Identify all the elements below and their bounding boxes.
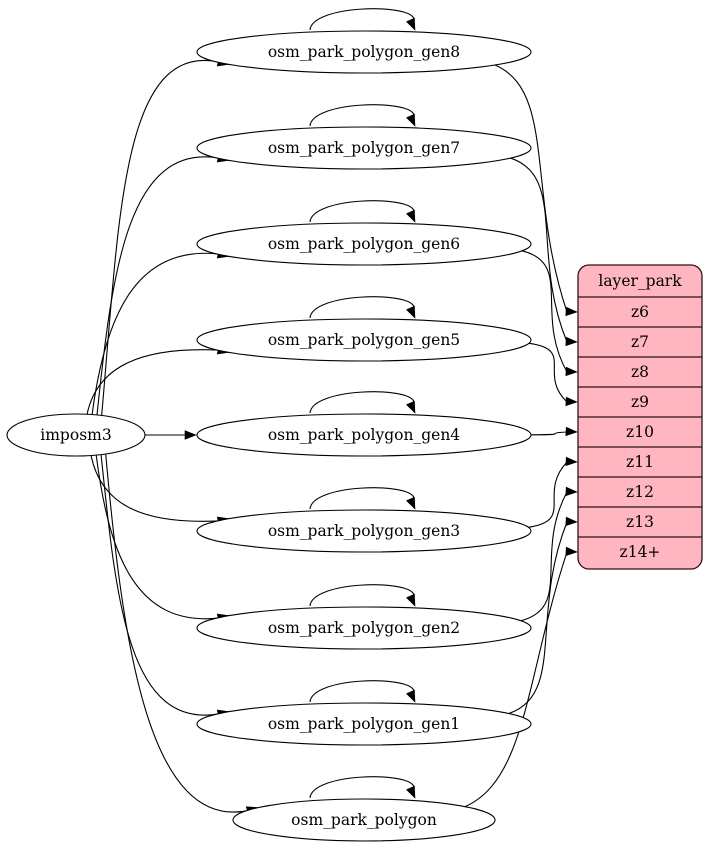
edge-imposm3-base [105, 452, 249, 813]
edge-arrowhead-gen1-z13 [565, 516, 578, 527]
node-label-gen6: osm_park_polygon_gen6 [268, 235, 460, 253]
table-row-label-z14+: z14+ [620, 543, 661, 561]
table-row-z9[interactable] [578, 387, 702, 417]
table-row-z6[interactable] [578, 297, 702, 327]
self-loop-gen3 [309, 487, 415, 510]
edge-arrowhead-gen6-z8 [565, 366, 578, 377]
node-gen6[interactable] [196, 222, 532, 266]
self-loop-arrowhead-gen4 [406, 400, 416, 414]
edge-gen4-z10 [530, 431, 568, 436]
node-gen3[interactable] [196, 509, 532, 553]
node-gen8[interactable] [196, 30, 532, 74]
edge-imposm3-gen2 [95, 455, 220, 620]
node-label-gen2: osm_park_polygon_gen2 [268, 619, 460, 637]
node-gen4[interactable] [196, 413, 532, 457]
node-label-gen3: osm_park_polygon_gen3 [268, 522, 460, 540]
edge-imposm3-gen6 [91, 252, 220, 415]
table-row-z7[interactable] [578, 327, 702, 357]
edge-arrowhead-imposm3-gen4 [184, 430, 197, 440]
table-row-z13[interactable] [578, 507, 702, 537]
table-row-label-z7: z7 [631, 333, 649, 351]
self-loop-gen5 [309, 296, 415, 319]
table-header-label: layer_park [598, 272, 682, 290]
table-row-label-z6: z6 [631, 303, 649, 321]
edge-imposm3-gen5 [86, 349, 220, 415]
edge-arrowhead-gen7-z7 [565, 336, 578, 347]
self-loop-gen4 [309, 391, 415, 414]
edge-base-z14+ [464, 551, 568, 808]
edge-imposm3-gen1 [100, 454, 220, 716]
node-imposm3[interactable] [6, 413, 146, 457]
table-row-label-z9: z9 [631, 393, 649, 411]
edge-gen6-z8 [521, 250, 568, 373]
table-row-z14+[interactable] [578, 537, 702, 567]
self-loop-gen1 [309, 680, 415, 703]
table-row-label-z13: z13 [626, 513, 654, 531]
table-row-z11[interactable] [578, 447, 702, 477]
edge-gen5-z9 [528, 342, 568, 403]
edge-imposm3-gen3 [90, 455, 220, 522]
edge-arrowhead-gen2-z12 [565, 486, 578, 497]
edge-imposm3-gen7 [96, 156, 220, 416]
node-label-gen7: osm_park_polygon_gen7 [268, 139, 460, 157]
node-base[interactable] [232, 798, 496, 842]
node-gen2[interactable] [196, 606, 532, 650]
self-loop-arrowhead-gen7 [406, 113, 416, 127]
edge-arrowhead-gen5-z9 [565, 396, 578, 407]
self-loop-arrowhead-gen5 [406, 305, 416, 319]
node-label-gen8: osm_park_polygon_gen8 [268, 43, 460, 61]
edge-arrowhead-gen4-z10 [565, 426, 578, 437]
edge-gen8-z6 [494, 64, 568, 313]
edge-gen3-z11 [528, 461, 568, 528]
node-gen7[interactable] [196, 126, 532, 170]
self-loop-base [309, 776, 415, 799]
self-loop-gen7 [309, 104, 415, 127]
node-label-gen5: osm_park_polygon_gen5 [268, 331, 460, 349]
table-row-z8[interactable] [578, 357, 702, 387]
nodes-layer: imposm3 osm_park_polygon_gen8 osm_park_pol… [6, 30, 532, 842]
edge-arrowhead-base-z14+ [565, 546, 578, 557]
node-label-base: osm_park_polygon [291, 811, 437, 829]
table-row-label-z12: z12 [626, 483, 654, 501]
edge-arrowhead-gen8-z6 [565, 306, 578, 317]
self-loop-arrowhead-gen1 [406, 689, 416, 703]
layer-park-table: layer_park z6 z7 z8 z9 z10 z11 z12 z13 z14+ [577, 264, 703, 570]
self-loop-arrowhead-gen8 [406, 17, 416, 31]
self-loop-arrowhead-gen3 [406, 496, 416, 510]
table-row-label-z8: z8 [631, 363, 649, 381]
table-row-label-z11: z11 [626, 453, 654, 471]
edge-gen2-z12 [520, 491, 568, 622]
self-loop-gen8 [309, 8, 415, 31]
self-loop-arrowhead-base [406, 785, 416, 799]
node-gen5[interactable] [196, 318, 532, 362]
self-loop-arrowhead-gen6 [406, 209, 416, 223]
table-row-z10[interactable] [578, 417, 702, 447]
node-label-gen1: osm_park_polygon_gen1 [268, 715, 460, 733]
edge-gen7-z7 [510, 157, 568, 343]
edge-gen1-z13 [508, 521, 568, 715]
node-label-gen4: osm_park_polygon_gen4 [268, 426, 460, 444]
node-label-imposm3: imposm3 [40, 426, 111, 444]
edge-arrowhead-gen3-z11 [565, 456, 578, 467]
self-loop-gen2 [309, 584, 415, 607]
table-row-z12[interactable] [578, 477, 702, 507]
self-loop-gen6 [309, 200, 415, 223]
table-row-label-z10: z10 [626, 423, 654, 441]
node-gen1[interactable] [196, 702, 532, 746]
self-loop-arrowhead-gen2 [406, 593, 416, 607]
